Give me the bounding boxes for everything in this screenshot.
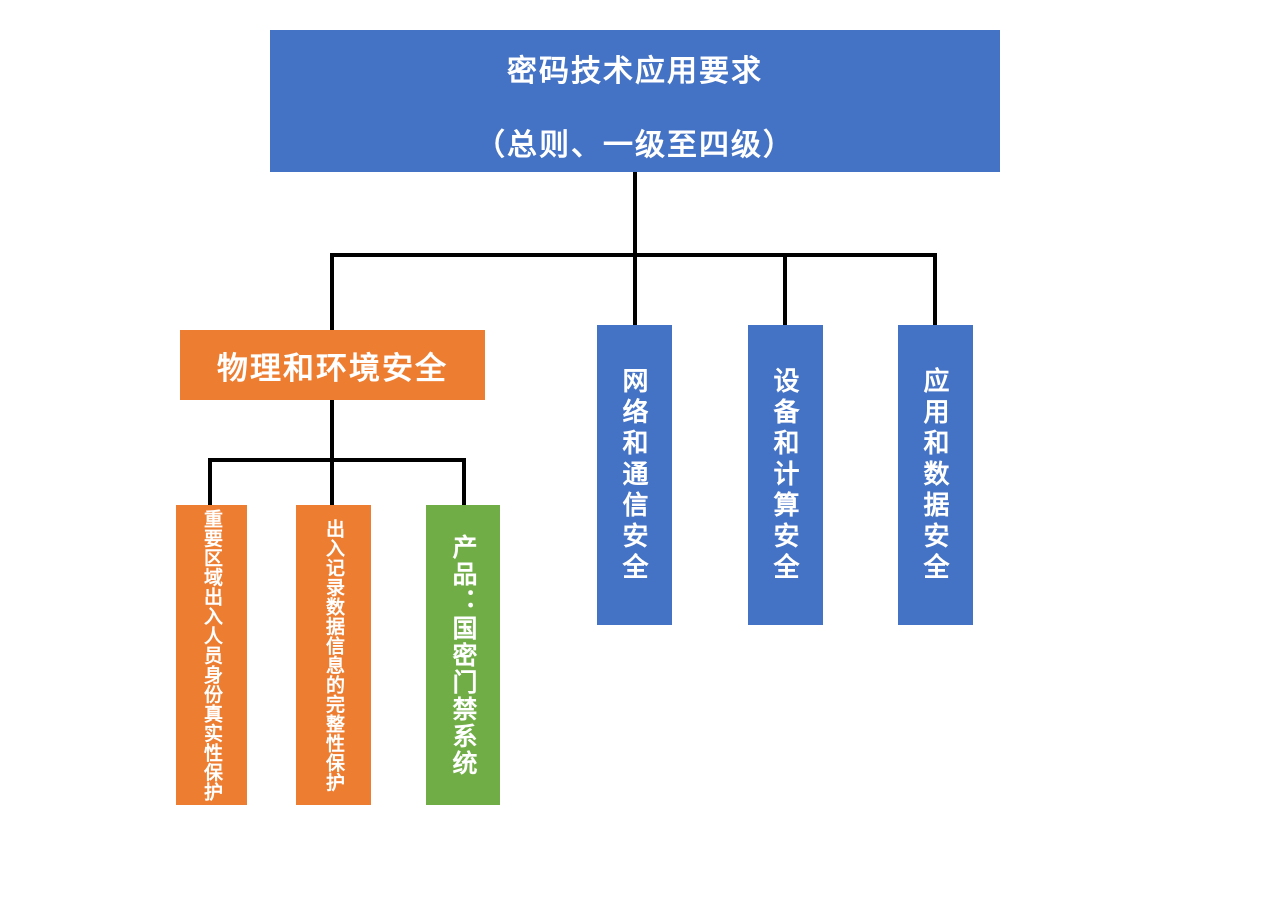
node-application-data-security: 应用和数据安全 [898,325,973,625]
node-product-sm-access-control-system: 产品：国密门禁系统 [426,505,500,805]
node-root-crypto-requirements: 密码技术应用要求 （总则、一级至四级） [270,30,1000,172]
node-label: 产品：国密门禁系统 [449,533,477,777]
node-device-computing-security: 设备和计算安全 [748,325,823,625]
connector-physical-stem [330,400,334,462]
node-label: 网络和通信安全 [619,366,649,584]
node-label: 重要区域出入人员身份真实性保护 [201,508,222,802]
connector-drop-record [330,458,334,505]
connector-drop-identity [208,458,212,505]
node-label: 物理和环境安全 [217,350,448,386]
root-title-line1: 密码技术应用要求 [507,55,763,88]
connector-root-stem [633,172,637,257]
node-label: 出入记录数据信息的完整性保护 [323,518,344,792]
node-access-record-integrity-protection: 出入记录数据信息的完整性保护 [296,505,371,805]
node-label: 设备和计算安全 [770,366,800,584]
root-title-line2: （总则、一级至四级） [475,129,795,162]
node-physical-environment-security: 物理和环境安全 [180,330,485,400]
connector-sub-rail [208,458,466,462]
connector-drop-application [933,253,937,325]
connector-drop-device [783,253,787,325]
node-label: 应用和数据安全 [920,366,950,584]
connector-drop-product [462,458,466,505]
node-identity-authenticity-protection: 重要区域出入人员身份真实性保护 [176,505,247,805]
connector-drop-network [633,253,637,325]
node-network-communication-security: 网络和通信安全 [597,325,672,625]
connector-drop-physical [330,253,334,330]
